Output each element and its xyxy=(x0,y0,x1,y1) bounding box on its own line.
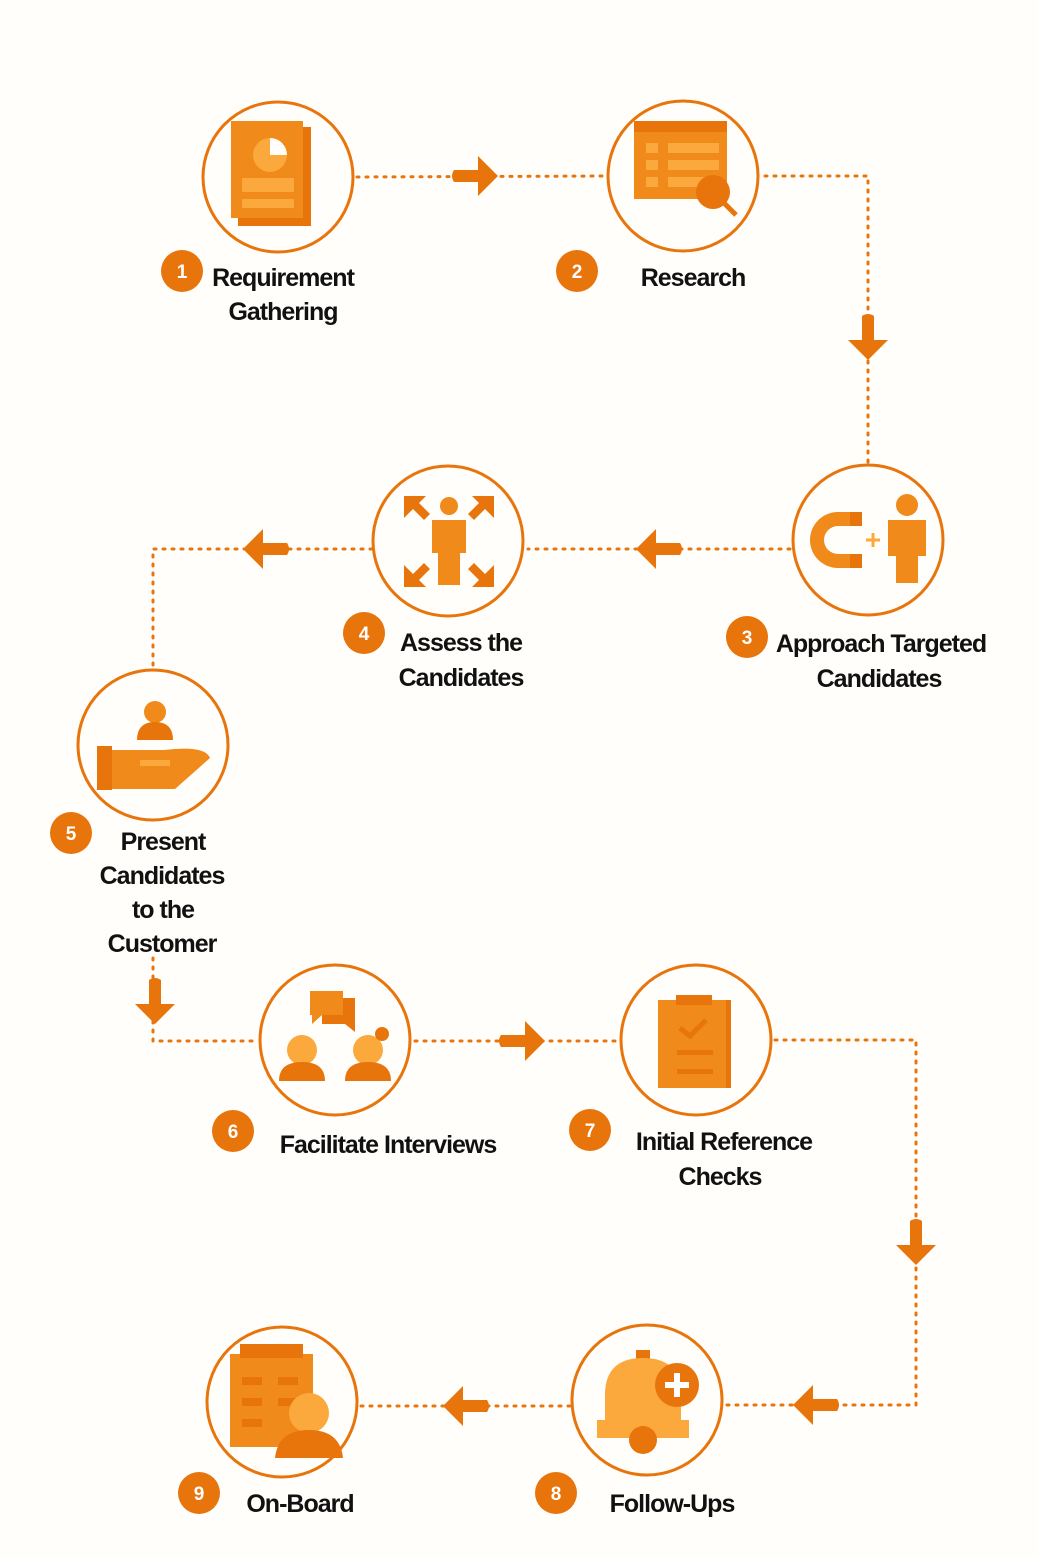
step-label: Present xyxy=(121,828,207,856)
clipboard-check-icon xyxy=(658,995,731,1088)
connector-7-8 xyxy=(723,1038,918,1407)
step-number: 3 xyxy=(742,628,753,649)
bell-plus-icon xyxy=(597,1350,699,1454)
step-assess-the-candidates: 4 Assess the Candidates xyxy=(343,464,525,692)
step-present-candidates: 5 Present Candidates to the Customer xyxy=(50,668,230,958)
list-magnifier-icon xyxy=(634,121,738,217)
magnet-person-icon xyxy=(810,494,926,583)
step-label: Follow-Ups xyxy=(610,1490,735,1518)
people-chat-icon xyxy=(279,991,391,1081)
step-number: 5 xyxy=(66,824,77,845)
step-number: 2 xyxy=(572,262,583,283)
connector-4-5 xyxy=(151,547,374,670)
arrow-right-icon xyxy=(452,156,498,196)
step-research: 2 Research xyxy=(556,99,760,292)
step-label: Initial Reference xyxy=(636,1128,813,1156)
arrow-left-icon xyxy=(636,529,682,569)
step-number-badge xyxy=(569,1109,611,1151)
step-number-badge xyxy=(50,812,92,854)
step-number: 9 xyxy=(194,1484,205,1505)
step-number: 7 xyxy=(585,1121,596,1142)
arrow-left-icon xyxy=(243,529,289,569)
step-number-badge xyxy=(726,616,768,658)
step-label: Candidates xyxy=(100,862,225,890)
arrow-left-icon xyxy=(443,1386,489,1426)
step-label: Research xyxy=(641,264,746,292)
connectors xyxy=(135,156,936,1426)
step-number-badge xyxy=(535,1472,577,1514)
step-label: On-Board xyxy=(246,1490,353,1518)
connector-1-2 xyxy=(355,174,607,179)
step-number-badge xyxy=(343,612,385,654)
step-label: Candidates xyxy=(817,665,942,693)
step-label: Gathering xyxy=(228,298,337,326)
arrow-down-icon xyxy=(896,1219,936,1265)
step-on-board: 9 On-Board xyxy=(178,1325,359,1518)
step-follow-ups: 8 Follow-Ups xyxy=(535,1323,735,1518)
arrow-left-icon xyxy=(793,1385,839,1425)
step-number: 6 xyxy=(228,1122,239,1143)
step-approach-targeted-candidates: 3 Approach Targeted Candidates xyxy=(726,463,987,693)
document-chart-icon xyxy=(231,121,311,226)
step-circle xyxy=(258,963,412,1117)
step-facilitate-interviews: 6 Facilitate Interviews xyxy=(212,963,497,1159)
step-requirement-gathering: 1 Requirement Gathering xyxy=(161,100,357,326)
step-number-badge xyxy=(556,250,598,292)
step-label: Facilitate Interviews xyxy=(280,1131,497,1159)
hand-person-icon xyxy=(97,701,210,790)
step-label: Assess the xyxy=(400,629,523,657)
step-number: 1 xyxy=(177,262,188,283)
arrow-down-icon xyxy=(135,978,175,1024)
step-label: to the xyxy=(132,896,195,924)
step-label: Requirement xyxy=(212,264,355,292)
step-circle xyxy=(76,668,230,822)
connector-2-3 xyxy=(763,174,870,467)
building-person-icon xyxy=(230,1344,343,1458)
step-number-badge xyxy=(161,250,203,292)
step-label: Customer xyxy=(108,930,218,958)
step-number: 4 xyxy=(359,624,370,645)
step-number: 8 xyxy=(551,1484,562,1505)
step-label: Checks xyxy=(679,1163,762,1191)
step-number-badge xyxy=(212,1110,254,1152)
step-label: Candidates xyxy=(399,664,524,692)
arrow-right-icon xyxy=(499,1021,545,1061)
step-number-badge xyxy=(178,1472,220,1514)
arrow-down-icon xyxy=(848,314,888,360)
step-label: Approach Targeted xyxy=(776,630,986,658)
person-arrows-icon xyxy=(404,496,494,587)
connector-5-6 xyxy=(151,956,260,1043)
step-initial-reference-checks: 7 Initial Reference Checks xyxy=(569,963,814,1191)
